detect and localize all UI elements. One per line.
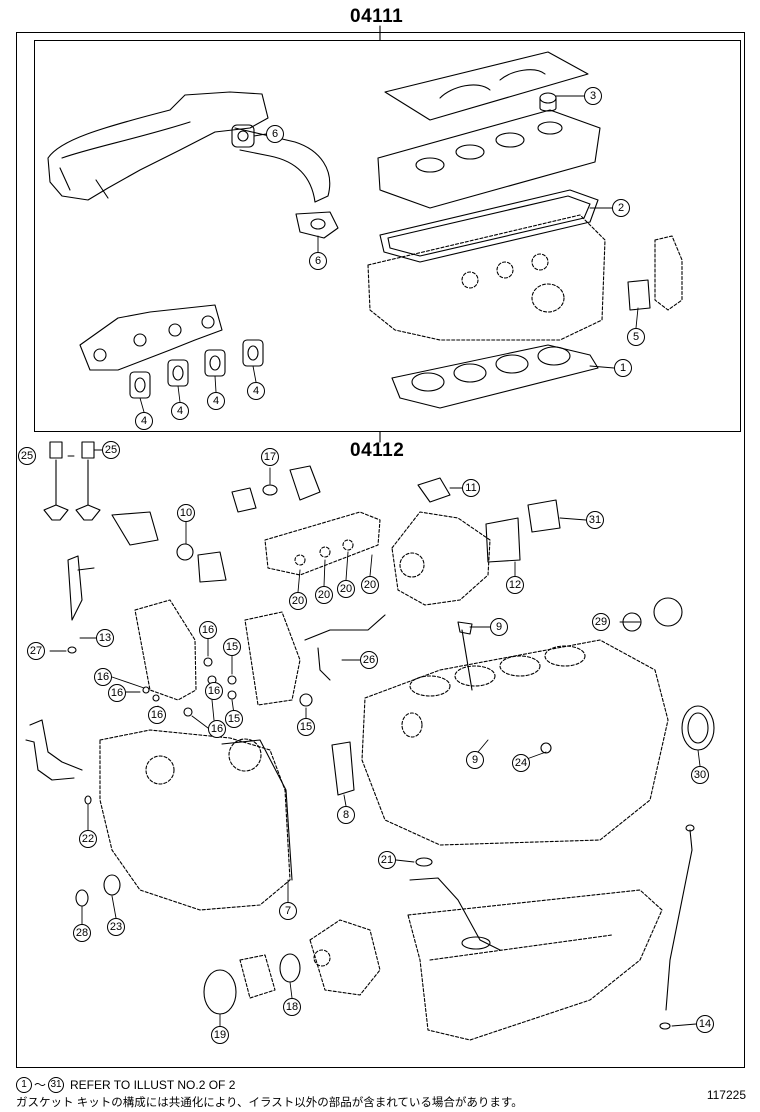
leader-lines-lower bbox=[49, 449, 701, 1027]
callout-4-b: 4 bbox=[171, 402, 189, 420]
callout-6-bottom: 6 bbox=[309, 252, 327, 270]
group-label-04112: 04112 bbox=[350, 440, 405, 461]
dipstick-guide-part bbox=[457, 621, 473, 691]
gasket-part-5 bbox=[627, 279, 651, 311]
callout-1: 1 bbox=[614, 359, 632, 377]
gasket-part-8 bbox=[331, 741, 355, 796]
timing-cover-small-part bbox=[654, 235, 683, 311]
callout-12: 12 bbox=[506, 576, 524, 594]
callout-15-b: 15 bbox=[225, 710, 243, 728]
oil-strainer-part bbox=[409, 877, 501, 951]
callout-21: 21 bbox=[378, 851, 396, 869]
exhaust-manifold-lower-part bbox=[264, 511, 381, 576]
gaskets-11-12-31 bbox=[417, 477, 561, 563]
seal-parts-23-28 bbox=[75, 795, 121, 907]
callout-4-c: 4 bbox=[207, 392, 225, 410]
callout-16-a: 16 bbox=[199, 621, 217, 639]
footer-refer-text: REFER TO ILLUST NO.2 OF 2 bbox=[70, 1077, 236, 1092]
footer-refer-line: 1 ～ 31 REFER TO ILLUST NO.2 OF 2 bbox=[16, 1076, 235, 1093]
callout-15-c: 15 bbox=[297, 718, 315, 736]
callout-25-right: 25 bbox=[102, 441, 120, 459]
callout-17: 17 bbox=[261, 448, 279, 466]
thermostat-housing-parts bbox=[111, 511, 227, 583]
water-pump-parts bbox=[391, 511, 491, 606]
injector-parts bbox=[67, 555, 95, 621]
callout-22: 22 bbox=[79, 830, 97, 848]
cylinder-head-gasket-part bbox=[391, 344, 599, 409]
callout-27: 27 bbox=[27, 642, 45, 660]
fuel-pump-parts bbox=[239, 919, 381, 999]
oil-seal-part-3 bbox=[539, 92, 557, 112]
callout-2: 2 bbox=[612, 199, 630, 217]
callout-16-f: 16 bbox=[208, 720, 226, 738]
callout-13: 13 bbox=[96, 629, 114, 647]
seal-part-30 bbox=[681, 705, 715, 751]
callout-8: 8 bbox=[337, 806, 355, 824]
callout-24: 24 bbox=[512, 754, 530, 772]
callout-16-c: 16 bbox=[108, 684, 126, 702]
callout-20-b: 20 bbox=[315, 586, 333, 604]
oil-pipe-part bbox=[304, 614, 386, 681]
illustration-code: 117225 bbox=[706, 1088, 746, 1102]
callout-16-b: 16 bbox=[94, 668, 112, 686]
callout-18: 18 bbox=[283, 998, 301, 1016]
callout-11: 11 bbox=[462, 479, 480, 497]
head-cover-top-part bbox=[384, 51, 589, 121]
oil-pan-part bbox=[407, 889, 663, 1041]
callout-20-a: 20 bbox=[289, 592, 307, 610]
footer-range-end: 31 bbox=[48, 1076, 65, 1093]
callout-6-top: 6 bbox=[266, 125, 284, 143]
engine-block-part bbox=[361, 639, 669, 846]
leader-lines-upper bbox=[139, 95, 639, 413]
callout-5: 5 bbox=[627, 328, 645, 346]
callout-30: 30 bbox=[691, 766, 709, 784]
footer-range-separator: ～ bbox=[34, 1078, 47, 1092]
group-04111-frame bbox=[34, 40, 741, 432]
callout-20-d: 20 bbox=[361, 576, 379, 594]
timing-gasket-part-7 bbox=[221, 739, 293, 881]
callout-10: 10 bbox=[177, 504, 195, 522]
callout-28: 28 bbox=[73, 924, 91, 942]
callout-20-c: 20 bbox=[337, 580, 355, 598]
footer-note: ガスケット キットの構成には共通化により、イラスト以外の部品が含まれている場合が… bbox=[16, 1097, 523, 1109]
callout-26: 26 bbox=[360, 651, 378, 669]
head-cover-part bbox=[377, 109, 601, 209]
sensor-and-seal-parts bbox=[231, 465, 321, 513]
callout-15-a: 15 bbox=[223, 638, 241, 656]
head-cover-gasket-part bbox=[379, 189, 599, 263]
callout-19: 19 bbox=[211, 1026, 229, 1044]
footer-range-start: 1 bbox=[16, 1076, 32, 1093]
cylinder-head-part bbox=[367, 214, 606, 341]
callout-16-d: 16 bbox=[148, 706, 166, 724]
intake-manifold-part bbox=[79, 304, 223, 371]
oil-level-gauge-part bbox=[665, 824, 695, 1011]
group-label-04111: 04111 bbox=[350, 6, 404, 27]
callout-4-d: 4 bbox=[247, 382, 265, 400]
callout-29: 29 bbox=[592, 613, 610, 631]
callout-7: 7 bbox=[279, 902, 297, 920]
exhaust-gasket-part-bottom bbox=[295, 211, 339, 239]
callout-25-left: 25 bbox=[18, 447, 36, 465]
oil-cooler-hose-part bbox=[25, 719, 83, 781]
manifold-gaskets-part bbox=[129, 339, 264, 399]
callout-16-e: 16 bbox=[205, 682, 223, 700]
callout-9-top: 9 bbox=[490, 618, 508, 636]
exhaust-pipe-part bbox=[47, 91, 331, 203]
callout-3: 3 bbox=[584, 87, 602, 105]
oil-pump-parts bbox=[134, 599, 301, 706]
callout-31: 31 bbox=[586, 511, 604, 529]
timing-cover-part bbox=[99, 729, 291, 911]
plug-part-29 bbox=[653, 597, 683, 627]
callout-23: 23 bbox=[107, 918, 125, 936]
callout-9-bottom: 9 bbox=[466, 751, 484, 769]
callout-4-a: 4 bbox=[135, 412, 153, 430]
valve-parts bbox=[43, 441, 101, 521]
callout-14: 14 bbox=[696, 1015, 714, 1033]
